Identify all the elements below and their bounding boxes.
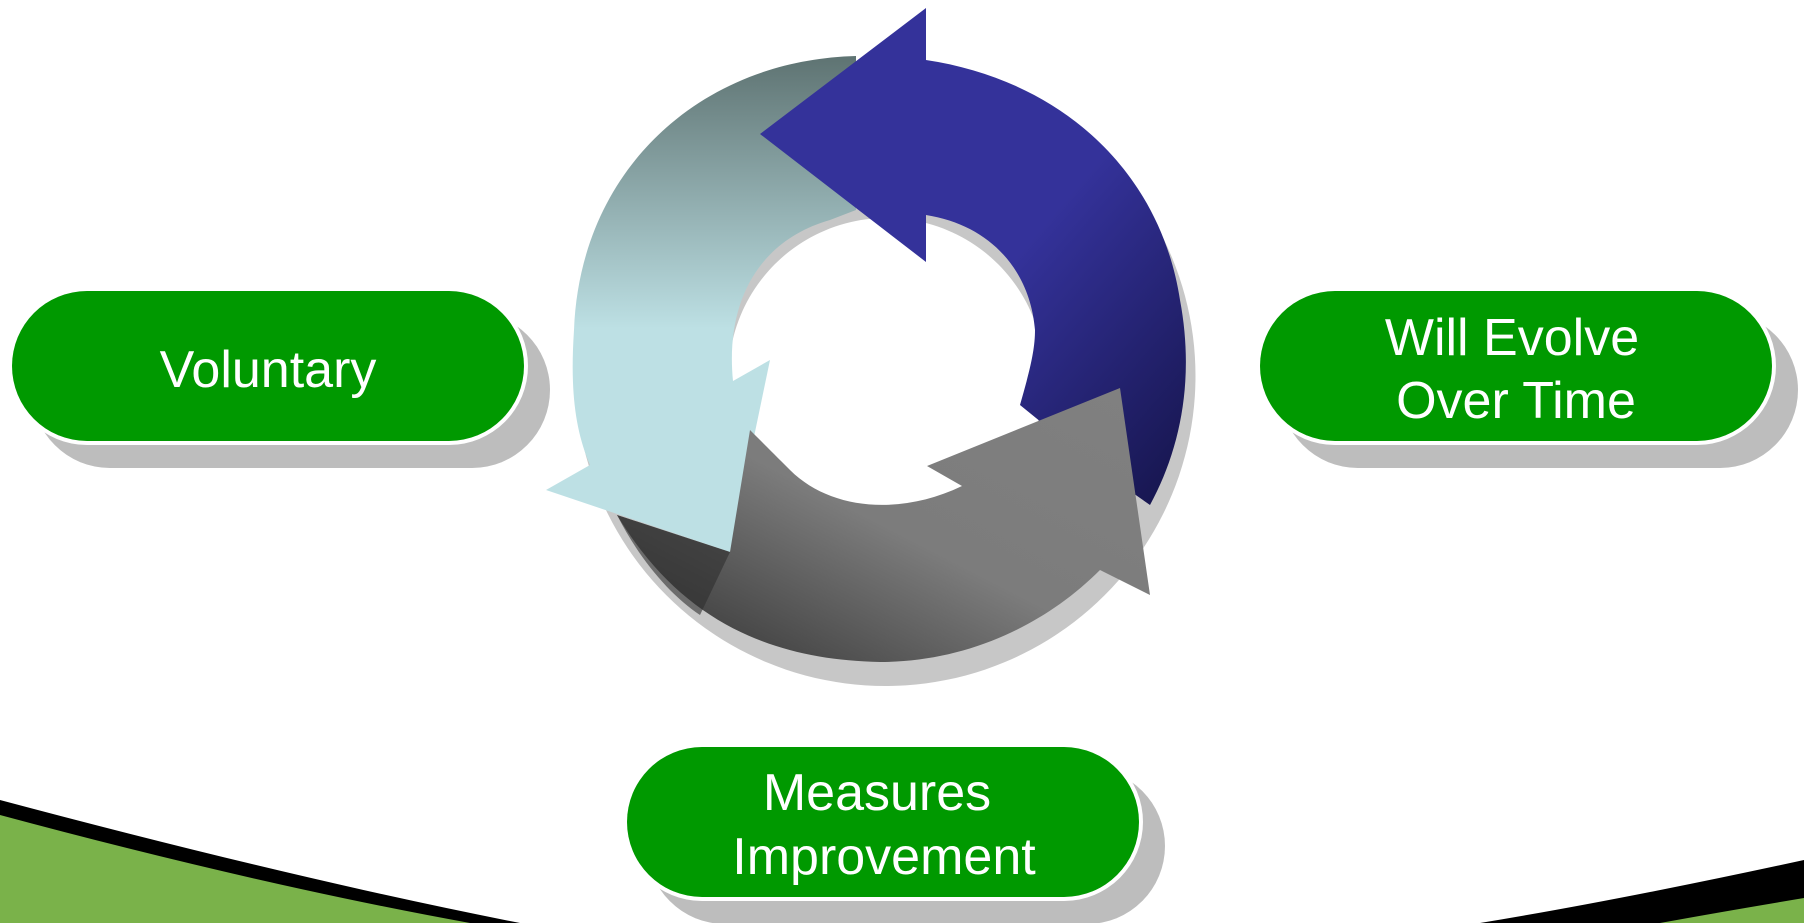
pill-label-line-1: Voluntary bbox=[160, 341, 377, 399]
cycle-arrow-diagram bbox=[546, 8, 1196, 686]
cycle-arrow-gray bbox=[617, 388, 1150, 662]
pill-label-line-1: Will Evolve bbox=[1385, 309, 1639, 367]
pill-label-line-2: Improvement bbox=[732, 828, 1036, 886]
cycle-arrow-navy bbox=[760, 8, 1186, 505]
pill-body bbox=[1260, 291, 1772, 441]
footer-swoosh bbox=[0, 800, 1804, 923]
pill-body bbox=[627, 747, 1139, 897]
cycle-arrow-lightblue bbox=[546, 56, 856, 552]
pill-voluntary: Voluntary bbox=[8, 287, 550, 468]
pill-body bbox=[12, 291, 524, 441]
pill-label-line-1: Measures bbox=[763, 764, 991, 822]
pill-label-line-2: Over Time bbox=[1396, 372, 1636, 430]
pill-measures-improvement: Measures Improvement bbox=[623, 743, 1165, 923]
pill-will-evolve: Will Evolve Over Time bbox=[1256, 287, 1798, 468]
